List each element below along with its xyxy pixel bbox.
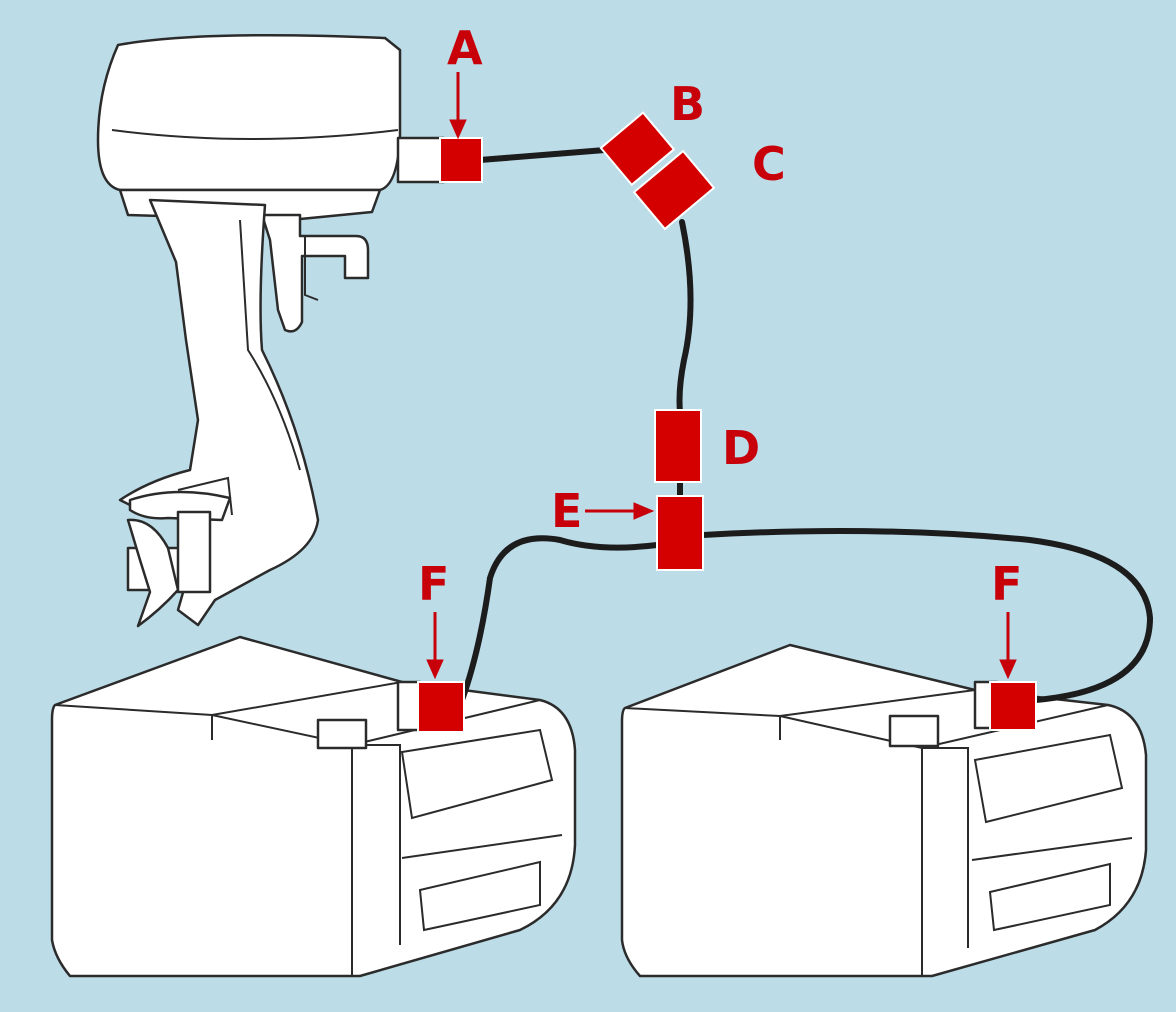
connector-e <box>656 495 704 571</box>
labels: A B C D E F F <box>418 21 1022 611</box>
connector-c <box>632 149 716 231</box>
connector-f-right <box>989 681 1037 731</box>
label-d: D <box>722 421 760 475</box>
outboard-motor-icon <box>96 33 446 628</box>
label-f-right: F <box>991 557 1022 611</box>
arrow-a-head <box>449 119 467 140</box>
connector-f-left <box>417 681 465 733</box>
fuel-hoses <box>459 147 1153 703</box>
hose-c-to-d <box>676 219 694 415</box>
label-a: A <box>447 21 483 75</box>
hose-e-to-left-tank <box>459 535 660 703</box>
hose-motor-to-b <box>477 147 608 163</box>
label-b: B <box>670 77 705 131</box>
arrow-icon <box>426 72 1017 680</box>
connector-d <box>654 409 702 483</box>
label-f-left: F <box>418 557 449 611</box>
hose-e-to-right-tank <box>700 528 1153 703</box>
label-e: E <box>551 484 582 538</box>
label-c: C <box>752 137 786 191</box>
arrow-e-head <box>633 502 655 520</box>
arrow-f-left-head <box>426 659 444 680</box>
connector-b <box>599 111 676 187</box>
connector-a <box>439 137 483 183</box>
arrow-f-right-head <box>999 659 1017 680</box>
